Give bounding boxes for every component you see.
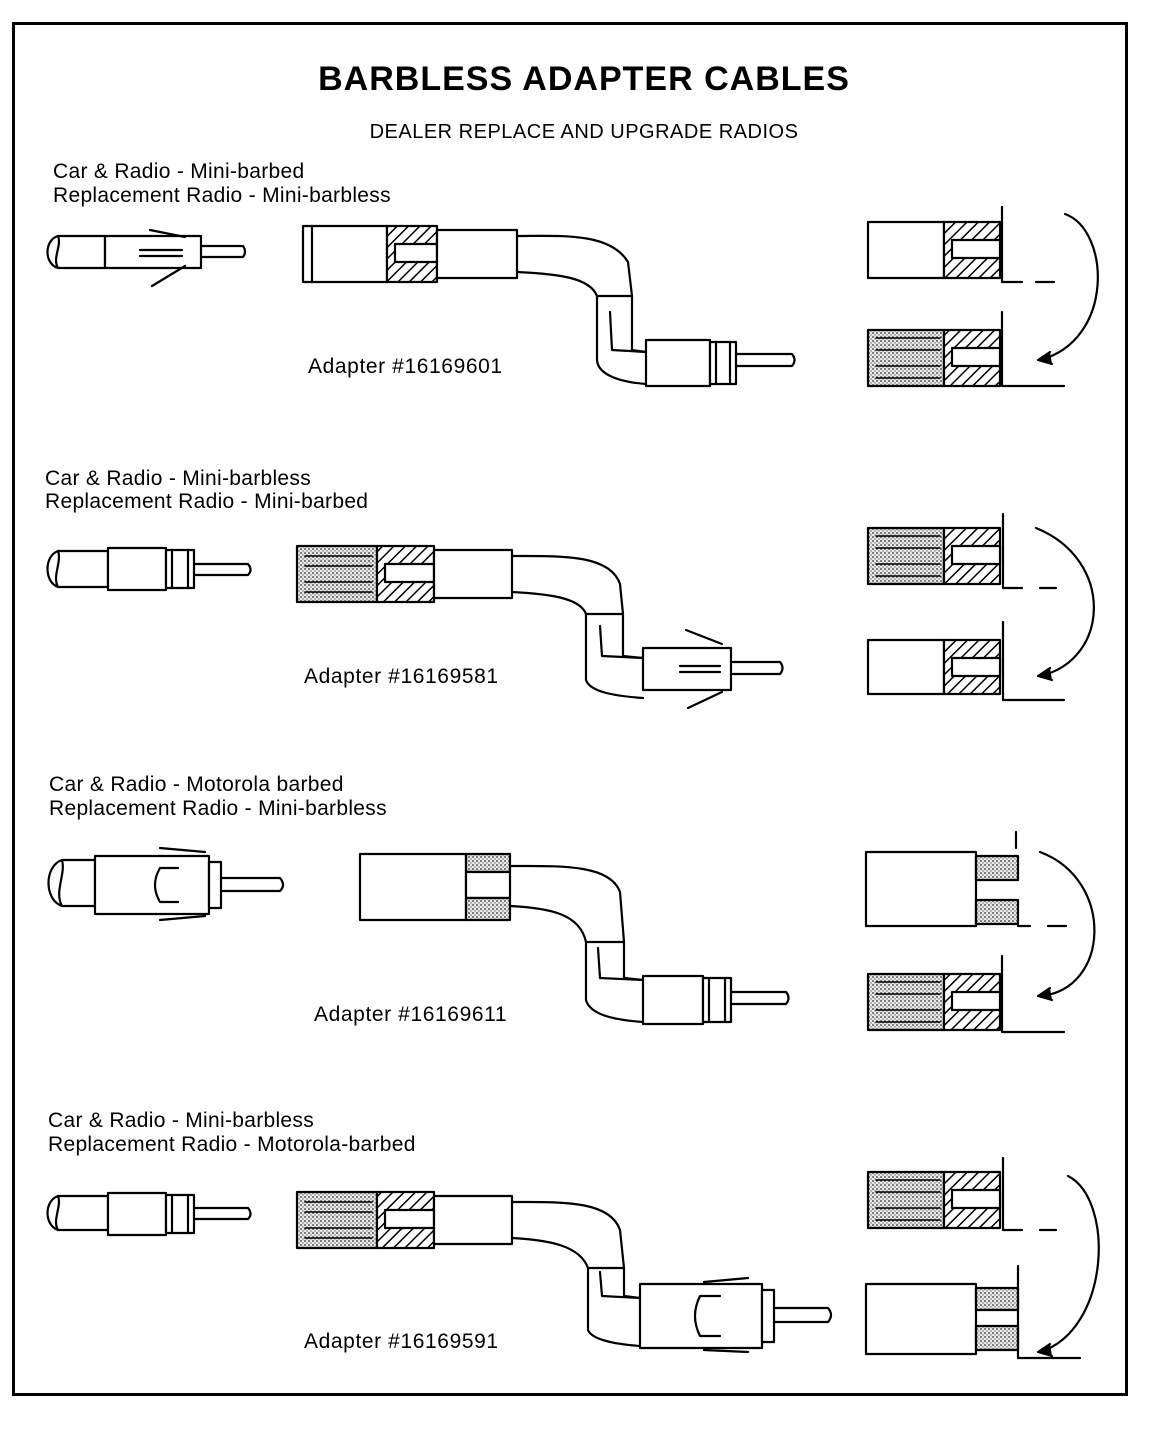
section-4-line2: Replacement Radio - Motorola-barbed	[48, 1133, 416, 1156]
section-3-car-plug	[47, 846, 285, 922]
section-1-adapter-label: Adapter #16169601	[308, 355, 503, 378]
section-3-line2: Replacement Radio - Mini-barbless	[49, 797, 387, 820]
section-4-line1: Car & Radio - Mini-barbless	[48, 1109, 315, 1132]
page-subtitle: DEALER REPLACE AND UPGRADE RADIOS	[369, 121, 799, 143]
section-2-line2: Replacement Radio - Mini-barbed	[45, 490, 369, 513]
section-1-line2: Replacement Radio - Mini-barbless	[53, 184, 391, 207]
section-1-line1: Car & Radio - Mini-barbed	[53, 160, 305, 183]
section-3-radio-jack-diagram	[864, 830, 1096, 1034]
section-4-adapter-socket	[295, 1190, 833, 1354]
section-3-line1: Car & Radio - Motorola barbed	[49, 773, 344, 796]
section-2-adapter-socket	[295, 544, 784, 710]
section-2-line1: Car & Radio - Mini-barbless	[45, 467, 312, 490]
section-4-adapter-label: Adapter #16169591	[304, 1330, 499, 1353]
section-2-car-plug	[46, 546, 252, 592]
section-2-adapter-label: Adapter #16169581	[304, 665, 499, 688]
section-4-radio-jack-diagram	[864, 1156, 1100, 1360]
section-1-radio-jack-diagram	[866, 205, 1099, 388]
section-3-adapter-label: Adapter #16169611	[314, 1003, 508, 1026]
section-4-car-plug	[46, 1191, 252, 1237]
section-2-radio-jack-diagram	[866, 512, 1095, 702]
diagram-frame	[12, 22, 1128, 1396]
page-title: BARBLESS ADAPTER CABLES	[318, 60, 850, 98]
section-3-adapter-socket	[358, 852, 790, 1026]
section-1-car-plug	[46, 228, 247, 288]
section-1-adapter-socket	[301, 224, 796, 388]
